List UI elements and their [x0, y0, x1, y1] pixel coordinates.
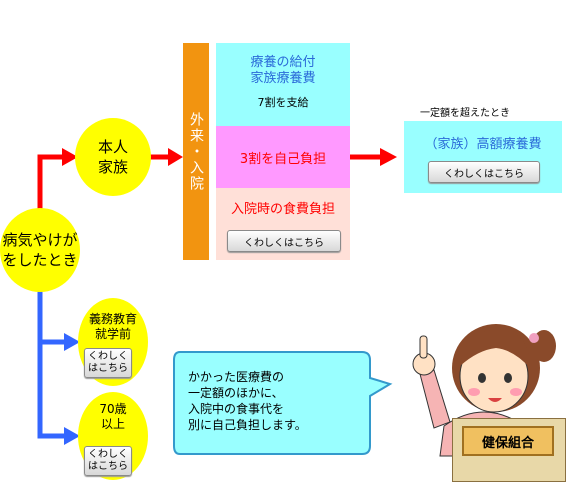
person-label-line2: 家族: [97, 158, 128, 176]
speech-line4: 別に自己負担します。: [188, 418, 307, 432]
person-circle: 本人 家族: [75, 118, 151, 196]
speech-bubble: [173, 351, 393, 455]
speech-line1: かかった医療費の: [188, 370, 285, 384]
over70-detail-button[interactable]: くわしく はこちら: [84, 446, 132, 476]
preschool-button-line2: はこちら: [88, 363, 128, 374]
preschool-line2: 就学前: [94, 327, 131, 341]
over70-button-line1: くわしく: [88, 449, 128, 460]
preschool-button-line1: くわしく: [88, 351, 128, 362]
start-label-line2: をしたとき: [2, 251, 78, 269]
meal-detail-button[interactable]: くわしくはこちら: [227, 230, 341, 252]
preschool-detail-button[interactable]: くわしく はこちら: [84, 348, 132, 378]
outpatient-bar: 外来・入院: [183, 43, 209, 260]
preschool-line1: 義務教育: [88, 312, 137, 326]
threshold-note: 一定額を超えたとき: [420, 108, 510, 119]
high-cost-title: （家族）高額療養費: [424, 137, 542, 152]
person-label-line1: 本人: [97, 138, 128, 156]
sign-plate: 健保組合: [462, 426, 554, 456]
over70-line2: 以上: [100, 417, 125, 431]
high-cost-detail-button[interactable]: くわしくはこちら: [428, 161, 540, 183]
meal-label: 入院時の食費負担: [230, 202, 335, 217]
benefit-box: 療養の給付 家族療養費 7割を支給: [216, 43, 350, 126]
speech-line2: 一定額のほかに、: [188, 386, 284, 400]
benefit-title-line2: 家族療養費: [250, 71, 316, 86]
benefit-title-line1: 療養の給付: [250, 55, 316, 70]
self-pay-box: 3割を自己負担: [216, 126, 350, 188]
start-circle: 病気やけが をしたとき: [0, 208, 80, 292]
start-label-line1: 病気やけが: [2, 231, 78, 249]
sign-label: 健保組合: [481, 435, 534, 451]
speech-text: かかった医療費の 一定額のほかに、 入院中の食事代を 別に自己負担します。: [188, 369, 358, 433]
outpatient-label: 外来・入院: [188, 111, 204, 192]
speech-line3: 入院中の食事代を: [188, 402, 285, 416]
over70-line1: 70歳: [99, 402, 127, 416]
over70-button-line2: はこちら: [88, 461, 128, 472]
self-pay-label: 3割を自己負担: [239, 151, 327, 167]
benefit-sub: 7割を支給: [257, 96, 309, 109]
